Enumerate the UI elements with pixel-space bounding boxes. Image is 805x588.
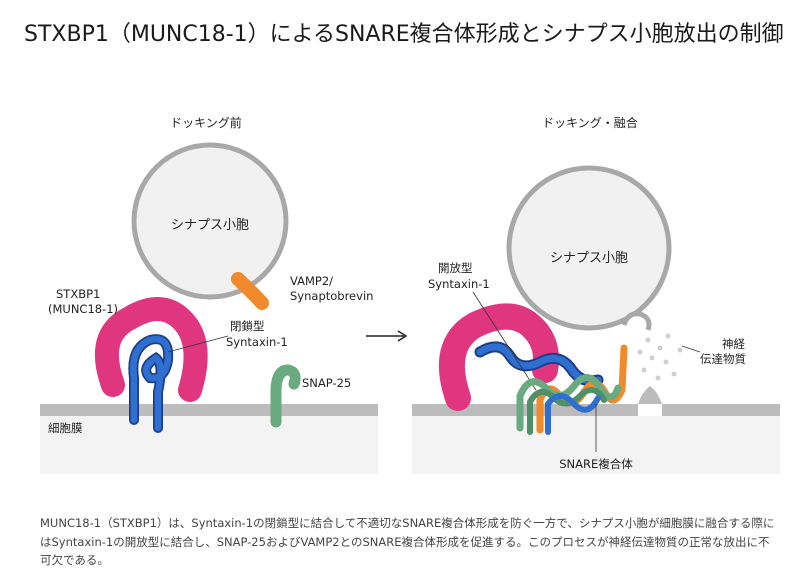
syntaxin1-closed <box>130 335 172 432</box>
neurotransmitter-label-line2: 伝達物質 <box>700 352 746 366</box>
stxbp1-protein-right <box>438 303 559 411</box>
snap25-in-complex-b <box>527 387 607 435</box>
fusion-opening <box>621 311 652 331</box>
open-syntaxin-label-line2: Syntaxin-1 <box>428 277 490 291</box>
snare-complex <box>516 344 628 435</box>
vesicle-label-left: シナプス小胞 <box>171 218 249 233</box>
snap25-label: SNAP-25 <box>302 376 351 390</box>
figure-caption: MUNC18-1（STXBP1）は、Syntaxin-1の閉鎖型に結合して不適切… <box>40 516 775 567</box>
cell-membrane-right-a <box>412 404 638 416</box>
figure-title: STXBP1（MUNC18-1）によるSNARE複合体形成とシナプス小胞放出の制… <box>24 22 784 47</box>
vamp2-protein <box>231 272 269 310</box>
panel-before-docking: ドッキング前 細胞膜 シナプス小胞 VAMP2/ Synaptobrevin S… <box>40 115 378 474</box>
panel-heading-fusion: ドッキング・融合 <box>542 115 638 130</box>
fusion-pore-lip-right <box>650 386 662 404</box>
transition-arrow <box>366 330 408 342</box>
cell-membrane-right-b <box>662 404 780 416</box>
panel-docking-fusion: ドッキング・融合 シナプス小胞 神経 伝達物質 開放型 Syntaxin-1 <box>412 115 780 474</box>
closed-syntaxin-label-line1: 閉鎖型 <box>230 319 265 333</box>
stxbp1-label-line1: STXBP1 <box>56 287 100 301</box>
cell-membrane-left <box>40 404 378 416</box>
open-syntaxin-label-line1: 開放型 <box>438 261 473 275</box>
syntaxin1-open <box>476 343 602 385</box>
snap25-protein <box>270 364 301 428</box>
synaptic-vesicle-left <box>131 142 289 300</box>
closed-syntaxin-leader-line <box>167 335 229 353</box>
closed-syntaxin-label-line2: Syntaxin-1 <box>226 335 288 349</box>
vamp2-label-line1: VAMP2/ <box>290 274 333 288</box>
membrane-label: 細胞膜 <box>48 421 83 435</box>
open-syntaxin-leader-line <box>472 291 537 391</box>
neurotransmitters <box>637 333 683 381</box>
cytoplasm-left <box>40 416 378 474</box>
panel-heading-before: ドッキング前 <box>170 115 242 130</box>
neurotransmitter-label-line1: 神経 <box>722 337 745 351</box>
snare-diagram: ドッキング前 細胞膜 シナプス小胞 VAMP2/ Synaptobrevin S… <box>40 115 780 474</box>
synaptic-vesicle-right <box>506 165 672 331</box>
vesicle-label-right: シナプス小胞 <box>550 251 628 266</box>
stxbp1-label-line2: (MUNC18-1) <box>48 302 118 316</box>
fusion-pore-lip-left <box>638 386 650 404</box>
snap25-in-complex-a <box>516 374 622 432</box>
neurotransmitter-leader-line <box>681 345 701 353</box>
vamp2-label-line2: Synaptobrevin <box>290 289 373 303</box>
syntaxin1-in-complex <box>545 393 601 435</box>
snare-complex-label: SNARE複合体 <box>559 457 633 471</box>
stxbp1-protein-left <box>94 297 208 402</box>
